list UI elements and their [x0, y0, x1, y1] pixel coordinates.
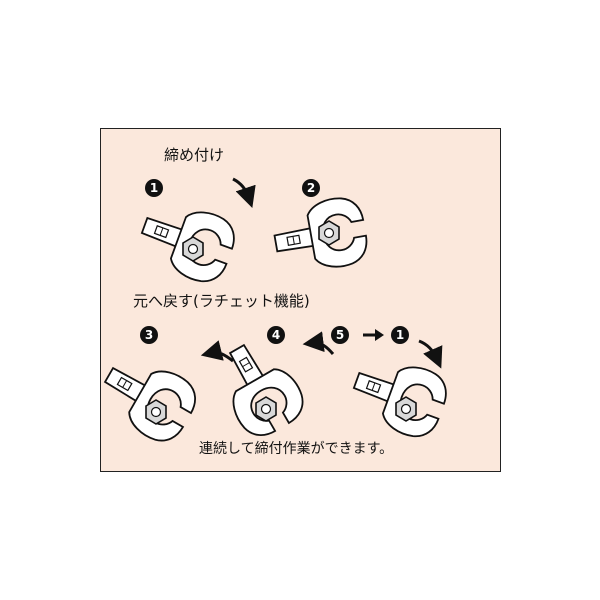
nut-step-2	[318, 220, 340, 246]
tighten-label: 締め付け	[164, 146, 225, 164]
step-2-badge: 2	[302, 179, 320, 197]
tighten-arrow-icon-2	[418, 339, 443, 369]
wrench-illustrations	[91, 177, 454, 451]
wrench-step-3	[91, 344, 205, 451]
arrow-right-icon	[363, 329, 384, 341]
step-4-badge: 4	[267, 326, 285, 344]
nut-step-4	[255, 396, 277, 422]
caption-text: 連続して締付作業ができます。	[199, 441, 394, 457]
step-5-badge: 5	[331, 326, 349, 344]
nut-step-3	[145, 399, 167, 425]
wrench-step-5	[344, 347, 454, 445]
nut-step-1	[182, 236, 204, 262]
diagram-panel: 締め付け 1 2 元へ戻す(ラチェット機能) 3 4 5 1 連続して締付作業が…	[91, 128, 501, 472]
step-1-repeat-badge: 1	[391, 326, 409, 344]
wrench-step-4	[206, 331, 313, 445]
step-3-badge: 3	[140, 326, 158, 344]
tighten-arrow-icon	[232, 177, 256, 208]
return-arrow-icon-3	[200, 340, 234, 363]
nut-step-5	[395, 396, 417, 422]
step-1-badge: 1	[145, 179, 163, 197]
return-arrow-icon-4	[302, 331, 335, 355]
return-label: 元へ戻す(ラチェット機能)	[133, 292, 310, 310]
